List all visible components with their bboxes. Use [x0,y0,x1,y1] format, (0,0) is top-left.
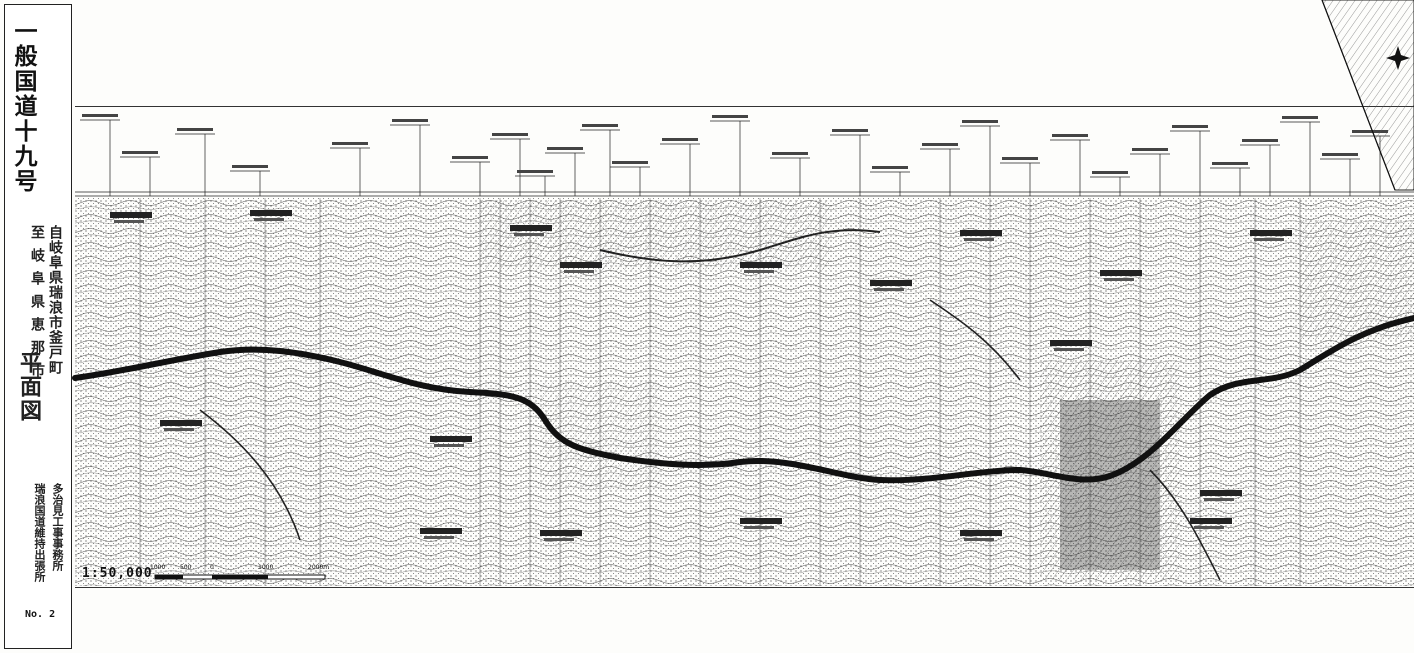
branch-office-name: 瑞浪国道維持出張所 [33,483,46,582]
scale-tick: 1000 [150,564,166,571]
map-place-labels [110,210,1292,541]
title-panel: 一般国道十九号 自岐阜県瑞浪市釜戸町 至岐阜県恵那市 平面図 多治見工事事務所 … [4,4,72,649]
route-to-label: 至岐阜県恵那市 [29,225,45,386]
scale-tick: 2000m [308,564,330,571]
scale-tick: 500 [180,564,192,571]
annotation-band [75,114,1414,197]
sheet-number: No. 2 [25,609,56,620]
scale-tick: 1000 [258,564,274,571]
document-type-label: 平面図 [16,351,42,423]
map-frame [75,106,1414,588]
route-19-road [72,315,1414,484]
scale-bar [154,574,326,580]
river-line [599,229,881,263]
scale-tick: 0 [210,564,214,571]
adjacent-sheet-corner [1321,0,1414,191]
compass-icon [1386,46,1410,70]
scale-ratio-label: 1:50,000 [82,566,153,581]
secondary-road [199,299,1221,581]
main-title: 一般国道十九号 [10,19,37,194]
office-name: 多治見工事事務所 [51,483,64,571]
route-from-label: 自岐阜県瑞浪市釜戸町 [47,225,63,375]
